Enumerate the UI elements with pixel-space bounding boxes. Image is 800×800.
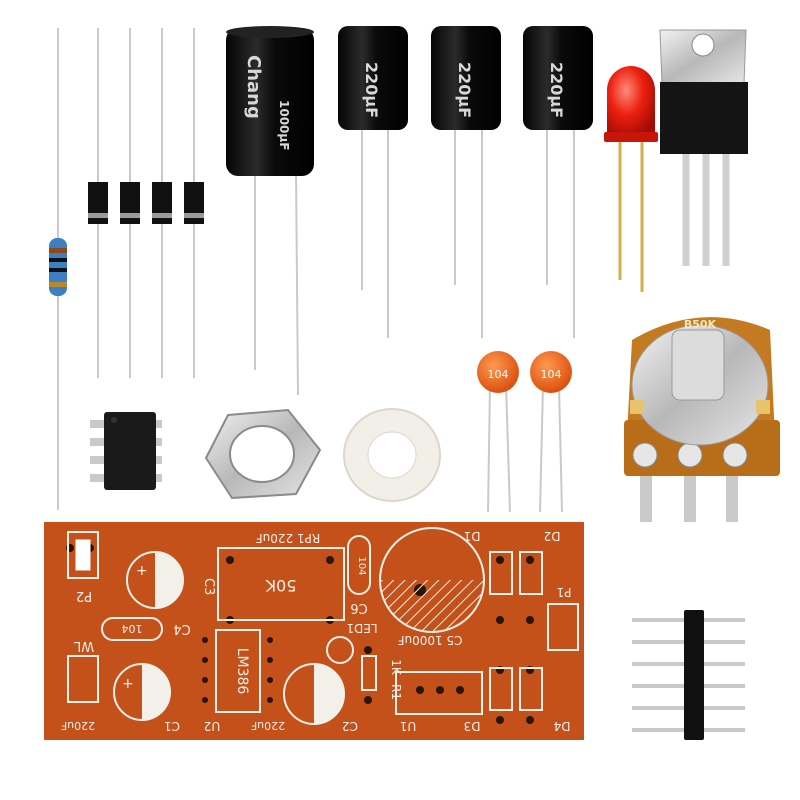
ceramic-cap-2-label: 104 (541, 368, 562, 381)
ic-dip8 (90, 412, 162, 490)
pin-header (632, 610, 745, 740)
pcb-label-r1-value: 1K (389, 659, 403, 676)
ceramic-cap-1-label: 104 (488, 368, 509, 381)
pcb-label-u2: U2 (204, 719, 220, 733)
pcb-label-c1-value: 220uF (61, 719, 95, 732)
pcb-label-c6-value: 104 (356, 556, 367, 575)
pcb-label-p1: P1 (557, 585, 572, 599)
hex-nut (204, 408, 322, 500)
pcb-label-c2-value: 220uF (251, 719, 285, 732)
pcb-label-50k: 50K (265, 576, 296, 595)
capacitor-220uf-3: 220μF (523, 26, 593, 338)
pcb-label-lm386: LM386 (234, 648, 250, 695)
capacitor-220uf-2: 220μF (431, 26, 501, 338)
pcb-label-c2: C2 (342, 719, 358, 733)
potentiometer: B50K (624, 317, 780, 522)
big-cap-value: 1000μF (277, 100, 291, 150)
pcb-label-c6: C6 (350, 600, 367, 615)
capacitor-1000uf: Chang 1000μF (226, 26, 314, 396)
pcb-label-p2: P2 (76, 588, 92, 603)
pcb-label-rp1: RP1 220uF (256, 531, 321, 545)
washer (343, 408, 441, 502)
pcb-label-u1: U1 (400, 719, 416, 733)
pcb-label-led1: LED1 (346, 621, 377, 635)
ceramic-cap-2: 104 (530, 351, 572, 513)
small-cap-1-value: 220μF (362, 62, 381, 118)
pcb-label-r1: R1 (389, 684, 403, 700)
small-cap-3-value: 220μF (547, 62, 566, 118)
diode-1 (88, 28, 108, 378)
capacitor-220uf-1: 220μF (338, 26, 408, 338)
ceramic-cap-1: 104 (477, 351, 519, 513)
pcb-board: + + RP1 220uF C3 (44, 522, 584, 740)
diode-4 (184, 28, 204, 378)
svg-text:+: + (122, 676, 134, 692)
diode-2 (120, 28, 140, 378)
pcb-label-c5: C5 1000uF (397, 633, 462, 647)
red-led (604, 66, 658, 292)
voltage-regulator (659, 29, 748, 266)
small-cap-2-value: 220μF (455, 62, 474, 118)
resistor (49, 28, 67, 510)
diode-3 (152, 28, 172, 378)
big-cap-brand: Chang (243, 55, 264, 119)
pcb-label-d2: D2 (544, 529, 561, 543)
pcb-label-d4: D4 (554, 719, 571, 733)
pcb-label-c4-value: 104 (122, 622, 143, 635)
svg-text:+: + (136, 563, 148, 579)
pcb-label-d1: D1 (464, 529, 481, 543)
pcb-label-d3: D3 (464, 719, 481, 733)
pot-label: B50K (684, 318, 717, 331)
pcb-label-c1: C1 (164, 719, 180, 733)
pcb-label-c3: C3 (201, 578, 216, 595)
pcb-label-wl: WL (73, 638, 94, 653)
pcb-label-c4: C4 (173, 621, 190, 636)
